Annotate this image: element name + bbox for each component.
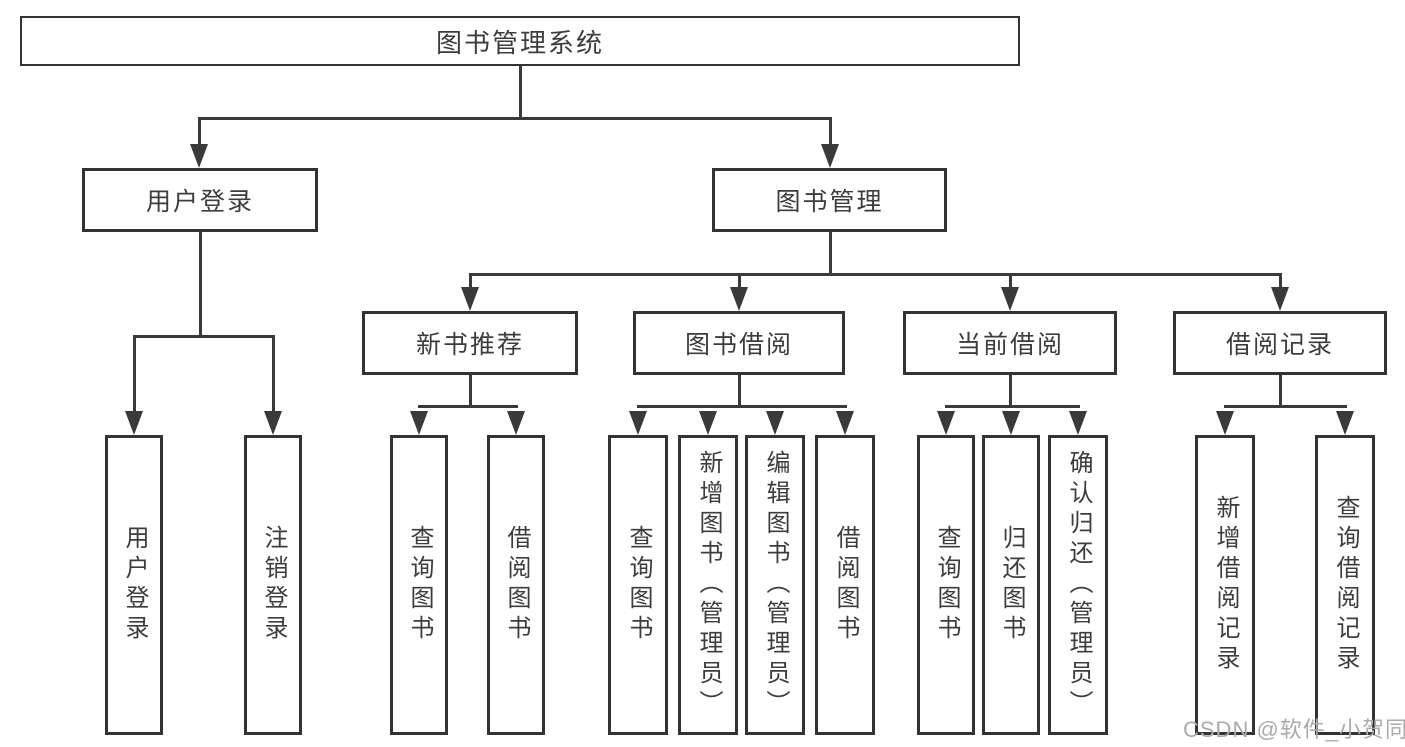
node-book-management: 图书管理 <box>712 168 947 232</box>
node-new-book-recommend: 新书推荐 <box>362 311 578 375</box>
connector-line <box>1008 375 1012 408</box>
leaf-logout: 注销登录 <box>244 435 302 735</box>
leaf-query-books-2: 查询图书 <box>608 435 668 735</box>
arrowhead-down <box>836 411 854 435</box>
arrowhead-down <box>461 287 479 311</box>
leaf-edit-books-admin: 编辑图书（管理员） <box>745 435 805 735</box>
connector-line <box>197 117 832 120</box>
connector-line <box>828 232 832 276</box>
arrowhead-down <box>1336 411 1354 435</box>
arrowhead-down <box>410 411 428 435</box>
connector-line <box>1008 273 1012 291</box>
connector-line <box>737 375 741 408</box>
connector-line <box>518 66 522 120</box>
leaf-add-books-admin: 新增图书（管理员） <box>678 435 738 735</box>
node-book-borrow: 图书借阅 <box>633 311 845 375</box>
node-root: 图书管理系统 <box>20 16 1020 66</box>
csdn-watermark: CSDN @软件_小贺同学 <box>1183 717 1405 742</box>
arrowhead-down <box>699 411 717 435</box>
leaf-user-login: 用户登录 <box>105 435 163 735</box>
arrowhead-down <box>264 411 282 435</box>
connector-line <box>197 117 201 147</box>
leaf-add-borrow-record: 新增借阅记录 <box>1195 435 1255 735</box>
arrowhead-down <box>937 411 955 435</box>
leaf-confirm-return-admin: 确认归还（管理员） <box>1048 435 1108 735</box>
leaf-query-books-3: 查询图书 <box>917 435 975 735</box>
arrowhead-down <box>766 411 784 435</box>
node-current-borrow: 当前借阅 <box>903 311 1117 375</box>
connector-line <box>468 375 472 408</box>
connector-line <box>1223 405 1347 408</box>
arrowhead-down <box>125 411 143 435</box>
arrowhead-down <box>1002 411 1020 435</box>
connector-line <box>417 405 518 408</box>
arrowhead-down <box>190 144 208 168</box>
connector-line <box>1278 273 1282 291</box>
node-user-login: 用户登录 <box>82 168 318 232</box>
arrowhead-down <box>1001 287 1019 311</box>
arrowhead-down <box>1069 411 1087 435</box>
leaf-borrow-books-1: 借阅图书 <box>487 435 545 735</box>
connector-line <box>132 335 275 338</box>
leaf-query-books-1: 查询图书 <box>390 435 448 735</box>
connector-line <box>132 335 136 413</box>
connector-line <box>468 273 1282 276</box>
arrowhead-down <box>1271 287 1289 311</box>
arrowhead-down <box>1216 411 1234 435</box>
node-borrow-records: 借阅记录 <box>1173 311 1387 375</box>
arrowhead-down <box>730 287 748 311</box>
connector-line <box>468 273 472 291</box>
leaf-borrow-books-2: 借阅图书 <box>815 435 875 735</box>
leaf-query-borrow-record: 查询借阅记录 <box>1315 435 1375 735</box>
connector-line <box>636 405 847 408</box>
connector-line <box>828 117 832 147</box>
connector-line <box>737 273 741 291</box>
arrowhead-down <box>629 411 647 435</box>
arrowhead-down <box>821 144 839 168</box>
connector-line <box>271 335 275 413</box>
connector-line <box>944 405 1080 408</box>
leaf-return-books: 归还图书 <box>982 435 1040 735</box>
connector-line <box>1278 375 1282 408</box>
connector-line <box>198 232 202 338</box>
arrowhead-down <box>507 411 525 435</box>
